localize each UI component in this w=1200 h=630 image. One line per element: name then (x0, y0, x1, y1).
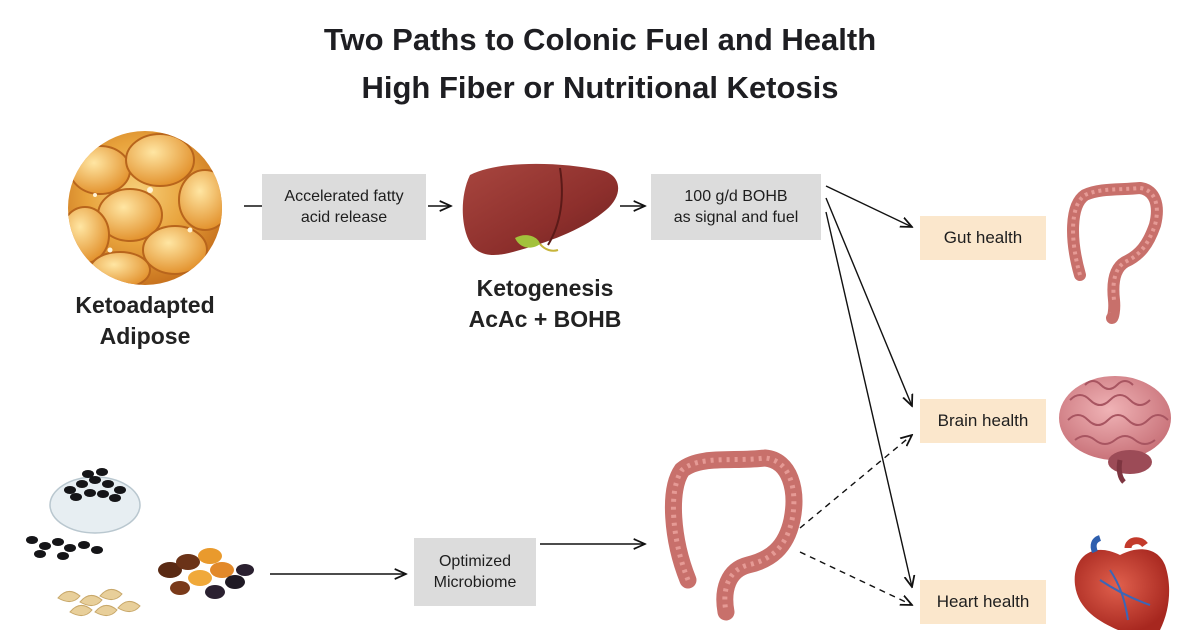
arrow-bohb-to-gut (825, 185, 912, 227)
liver-image (462, 163, 619, 255)
optimized-microbiome-box: Optimized Microbiome (414, 538, 536, 606)
brain-health-box: Brain health (920, 399, 1046, 443)
arrow-colon-to-brain (799, 435, 912, 529)
flow-arrows (244, 185, 912, 605)
brain-image (1059, 376, 1171, 484)
arrow-bohb-to-heart (825, 211, 912, 587)
heart-health-box: Heart health (920, 580, 1046, 624)
colon-image (665, 449, 803, 621)
ketogenesis-label: Ketogenesis AcAc + BOHB (468, 275, 622, 332)
adipose-label: Ketoadapted Adipose (75, 292, 215, 349)
adipose-tissue-image (68, 131, 222, 285)
arrow-bohb-to-brain (825, 197, 912, 406)
colon-small-image (1067, 181, 1163, 324)
diagram-subtitle: High Fiber or Nutritional Ketosis (361, 70, 839, 105)
gut-health-box: Gut health (920, 216, 1046, 260)
bohb-signal-box: 100 g/d BOHB as signal and fuel (651, 174, 821, 240)
arrow-colon-to-heart (799, 551, 912, 605)
diagram-title: Two Paths to Colonic Fuel and Health (323, 22, 877, 57)
fatty-acid-release-box: Accelerated fatty acid release (262, 174, 426, 240)
heart-image (1074, 535, 1170, 630)
fiber-foods-image (26, 468, 254, 616)
